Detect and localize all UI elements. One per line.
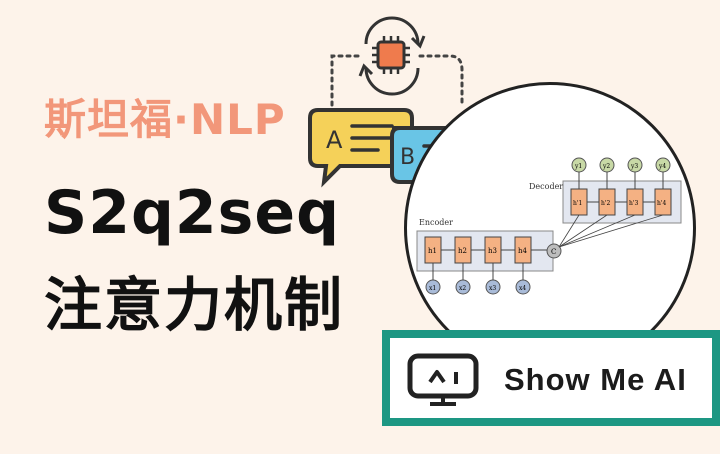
dashed-connector <box>330 54 464 107</box>
encoder-state-label: h4 <box>518 247 528 255</box>
encoder-inputs: x1 x2 x3 x4 <box>425 263 531 295</box>
refresh-arrows-icon <box>364 16 420 96</box>
decoder-cells: h'1 h'2 h'3 h'4 <box>558 188 672 248</box>
output-label: y4 <box>658 163 666 170</box>
input-label: x1 <box>429 285 436 292</box>
encoder-state-label: h2 <box>458 247 467 255</box>
encoder-label: Encoder <box>419 218 453 227</box>
encoder-state-label: h3 <box>488 247 497 255</box>
decoder-state-label: h'2 <box>601 200 611 207</box>
monitor-face-icon <box>407 353 479 406</box>
decoder-state-label: h'4 <box>657 200 667 207</box>
bubble-b-letter: B <box>400 145 415 170</box>
show-me-ai-logo: Show Me AI <box>382 330 720 426</box>
subtitle-stanford-nlp: 斯坦福·NLP <box>44 95 286 144</box>
input-label: x2 <box>459 285 466 292</box>
context-node <box>546 243 562 259</box>
input-label: x4 <box>519 285 526 292</box>
output-label: y3 <box>630 163 638 170</box>
input-label: x3 <box>489 285 496 292</box>
seq2seq-diagram: Encoder Decoder h1 h2 h3 h4 x1 <box>416 157 682 295</box>
output-label: y1 <box>574 163 582 170</box>
decoder-state-label: h'1 <box>573 200 582 207</box>
encoder-state-label: h1 <box>428 247 437 255</box>
context-label: C <box>551 248 556 256</box>
decoder-state-label: h'3 <box>629 200 639 207</box>
page-title-chinese: 注意力机制 <box>44 271 345 339</box>
chat-bubble-a-icon: A <box>308 108 414 188</box>
decoder-label: Decoder <box>529 182 563 191</box>
page-title: S2q2seq <box>44 178 341 248</box>
cpu-chip-icon <box>372 36 410 74</box>
bubble-a-letter: A <box>326 126 343 154</box>
decoder-outputs: y1 y2 y3 y4 <box>571 157 671 189</box>
output-label: y2 <box>602 163 610 170</box>
logo-text: Show Me AI <box>504 362 687 397</box>
